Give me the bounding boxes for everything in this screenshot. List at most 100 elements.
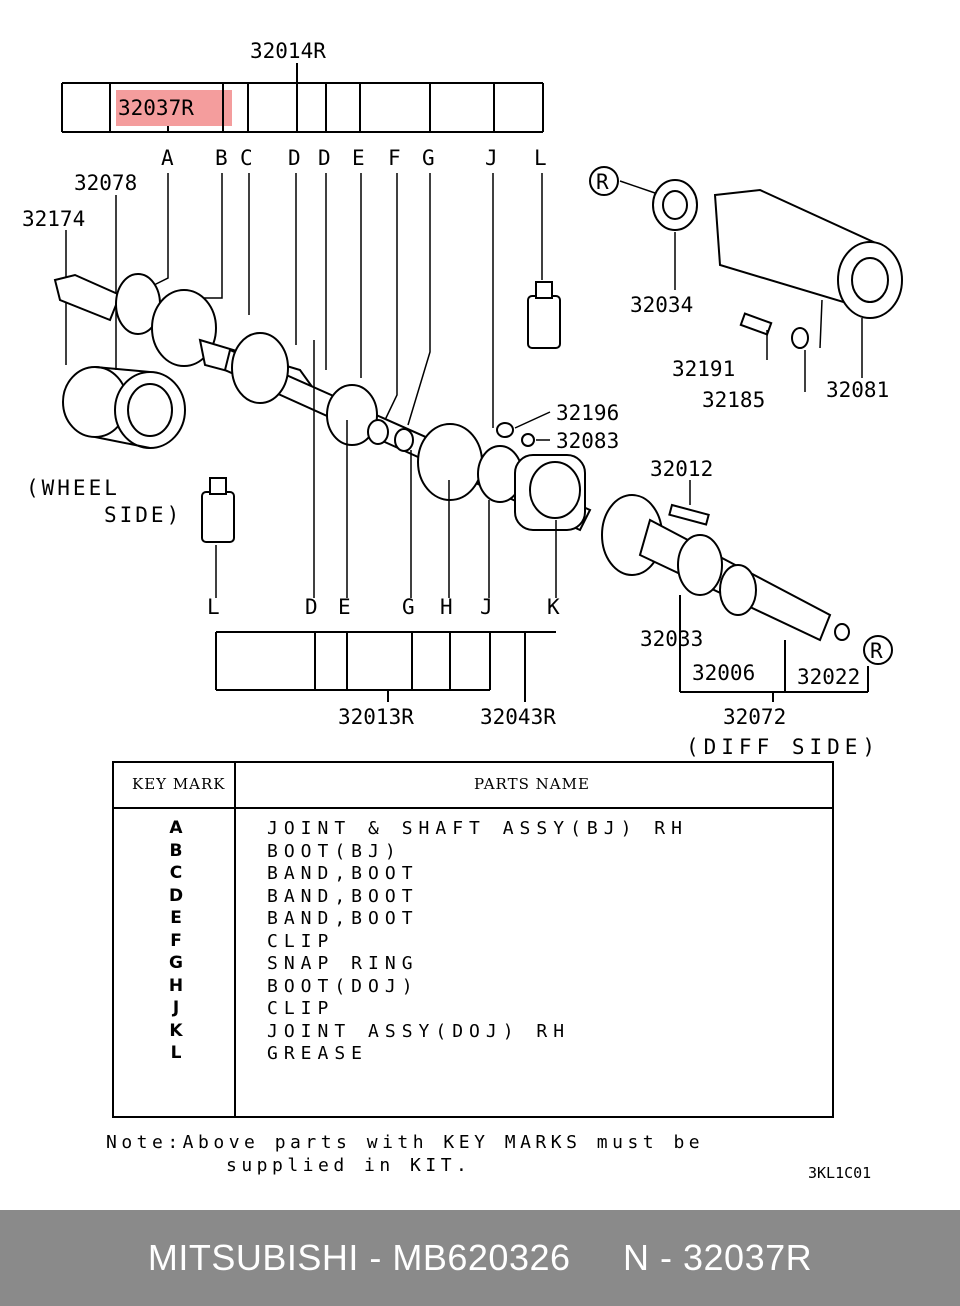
key-letter-l: L (534, 146, 547, 170)
key-mark: D (168, 885, 184, 906)
table-rows: A JOINT & SHAFT ASSY(BJ) RH B BOOT(BJ) C BA… (114, 818, 832, 1066)
table-row: J CLIP (114, 998, 832, 1021)
table-row: D BAND,BOOT (114, 886, 832, 909)
key-letter-l: L (207, 595, 220, 619)
part-name: SNAP RING (267, 953, 419, 974)
label-32006: 32006 (692, 661, 755, 685)
bearing-housing (652, 179, 903, 349)
note-line-2: supplied in KIT. (226, 1155, 472, 1176)
svg-text:R: R (870, 639, 883, 663)
key-letter-c: C (240, 146, 253, 170)
label-32022: 32022 (797, 665, 860, 689)
table-row: C BAND,BOOT (114, 863, 832, 886)
key-letter-j: J (480, 595, 493, 619)
label-diff-side: (DIFF SIDE) (686, 735, 880, 759)
key-mark: J (172, 998, 180, 1018)
header-key-mark: KEY MARK (132, 775, 226, 793)
bottom-key-letters: L D E G H J K (207, 595, 560, 619)
key-letter-d: D (288, 146, 301, 170)
label-32012: 32012 (650, 457, 713, 481)
label-32013r: 32013R (338, 705, 414, 729)
key-letter-j: J (485, 146, 498, 170)
part-number-labels: 32014R 32037R 32078 32174 32034 32191 32… (22, 39, 889, 759)
note-line-1: Note:Above parts with KEY MARKS must be (106, 1132, 705, 1153)
key-mark: G (169, 953, 183, 973)
part-name: JOINT & SHAFT ASSY(BJ) RH (267, 818, 688, 839)
label-wheel-side: SIDE) (104, 503, 182, 527)
key-letter-a: A (161, 146, 174, 170)
key-letter-d: D (305, 595, 318, 619)
key-mark: K (169, 1020, 183, 1041)
table-row: L GREASE (114, 1043, 832, 1066)
key-letter-g: G (422, 146, 435, 170)
label-32185: 32185 (702, 388, 765, 412)
label-32083: 32083 (556, 429, 619, 453)
grease-tube-left (201, 477, 235, 543)
key-letter-d: D (318, 146, 331, 170)
key-mark: E (170, 908, 182, 928)
part-name: BOOT(BJ) (267, 840, 402, 862)
svg-text:R: R (596, 170, 609, 194)
parts-table: KEY MARK PARTS NAME A JOINT & SHAFT ASSY(… (112, 761, 834, 1118)
footer-banner: MITSUBISHI - MB620326 N - 32037R (0, 1210, 960, 1306)
header-parts-name: PARTS NAME (474, 775, 590, 793)
key-letter-g: G (402, 595, 415, 619)
part-name: BAND,BOOT (267, 908, 419, 929)
small-nuts (496, 411, 551, 447)
label-32037r: 32037R (118, 96, 194, 120)
key-letter-h: H (440, 595, 453, 619)
label-32078: 32078 (74, 171, 137, 195)
bottom-bracket (215, 595, 869, 702)
kit-note: Note:Above parts with KEY MARKS must be … (106, 1131, 704, 1177)
part-name: JOINT ASSY(DOJ) RH (267, 1020, 571, 1042)
r-mark-top: R (589, 166, 656, 196)
label-32191: 32191 (672, 357, 735, 381)
key-mark: B (169, 840, 183, 861)
table-row: K JOINT ASSY(DOJ) RH (114, 1021, 832, 1044)
part-name: BOOT(DOJ) (267, 975, 419, 997)
diagram-code: 3KL1C01 (808, 1164, 872, 1182)
key-mark: H (168, 975, 184, 996)
label-32034: 32034 (630, 293, 693, 317)
label-32196: 32196 (556, 401, 619, 425)
table-row: H BOOT(DOJ) (114, 976, 832, 999)
key-letter-f: F (388, 146, 401, 170)
key-letter-b: B (215, 146, 228, 170)
highlight-box (116, 90, 232, 126)
top-leaders (65, 173, 543, 428)
key-mark: L (170, 1043, 182, 1063)
column-divider (234, 763, 236, 1116)
inner-shaft (601, 494, 850, 642)
top-bracket (61, 63, 544, 133)
exploded-diagram: A B C D D E F G J L (22, 39, 903, 759)
label-wheel-side: (WHEEL (26, 476, 120, 500)
part-name: CLIP (267, 930, 335, 952)
r-mark-bottom: R (863, 635, 893, 665)
header-divider (114, 807, 832, 809)
bj-joint-shaft (53, 273, 592, 532)
label-32174: 32174 (22, 207, 85, 231)
part-name: CLIP (267, 998, 335, 1019)
key-letter-e: E (338, 595, 351, 619)
label-32033: 32033 (640, 627, 703, 651)
key-letter-e: E (352, 146, 365, 170)
key-mark: A (169, 818, 183, 838)
key-mark: C (169, 863, 183, 883)
part-name: BAND,BOOT (267, 863, 419, 884)
table-row: A JOINT & SHAFT ASSY(BJ) RH (114, 818, 832, 841)
footer-text: MITSUBISHI - MB620326 N - 32037R (147, 1237, 813, 1278)
grease-tube-top (527, 281, 561, 349)
bottom-leaders (215, 232, 863, 598)
part-name: BAND,BOOT (267, 885, 419, 907)
label-32072: 32072 (723, 705, 786, 729)
bj-boot (62, 366, 186, 449)
table-row: E BAND,BOOT (114, 908, 832, 931)
label-32081: 32081 (826, 378, 889, 402)
table-row: G SNAP RING (114, 953, 832, 976)
top-key-letters: A B C D D E F G J L (161, 146, 547, 170)
key-letter-k: K (547, 595, 560, 619)
label-32043r: 32043R (480, 705, 556, 729)
table-row: B BOOT(BJ) (114, 841, 832, 864)
part-name: GREASE (267, 1043, 369, 1064)
